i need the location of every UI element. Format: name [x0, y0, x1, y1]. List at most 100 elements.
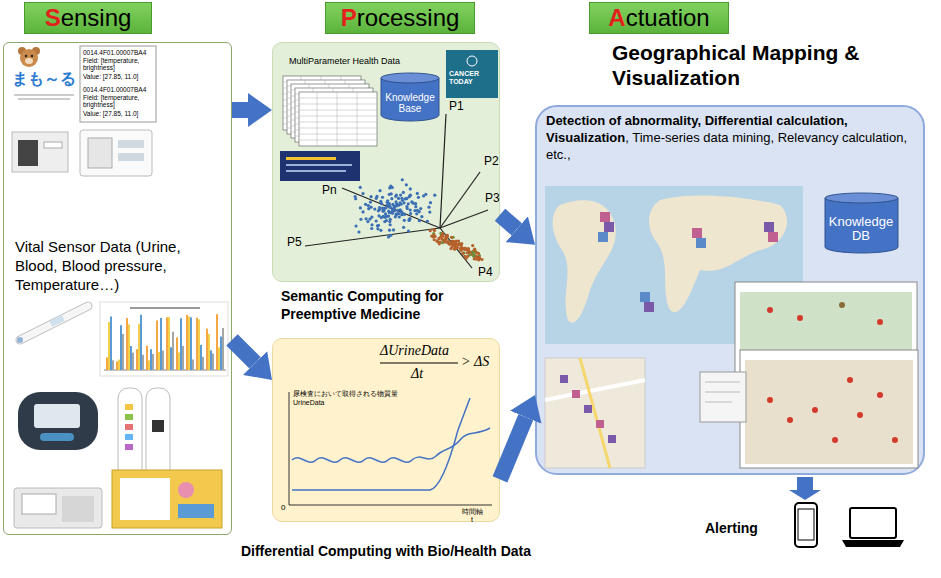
scatter-dot [381, 196, 384, 199]
analyzer-device [62, 496, 94, 522]
scatter-dot [457, 242, 460, 245]
axis-title: t [471, 516, 473, 524]
scatter-dot [439, 232, 442, 235]
scatter-dot [446, 241, 449, 244]
block-arrow [500, 215, 517, 229]
scatter-dot [388, 193, 391, 196]
scatter-dot [420, 215, 423, 218]
scatter-dot [408, 219, 411, 222]
panel-heading: Geographical Mapping & Visualization [612, 40, 884, 90]
data-table [287, 80, 365, 134]
scatter-dot [441, 241, 444, 244]
scatter-dot [448, 243, 451, 246]
data-table [283, 112, 361, 113]
scatter-dot [468, 251, 471, 254]
axis-line [440, 228, 472, 268]
urine-strip-device [125, 424, 133, 430]
scatter-dot [441, 232, 444, 235]
scatter-dot [441, 238, 444, 241]
scatter-dot [424, 193, 427, 196]
chart-bar [106, 314, 224, 370]
scatter-dot [443, 240, 446, 243]
scatter-dot [380, 202, 383, 205]
scatter-dot [369, 200, 372, 203]
cylinder-body [825, 198, 898, 253]
data-table [325, 80, 326, 134]
scatter-dot [458, 242, 461, 245]
sensor-device [118, 153, 144, 161]
scatter-dot [388, 220, 391, 223]
thermometer [20, 306, 88, 340]
chart-bar [112, 360, 114, 370]
scatter-dot [397, 197, 400, 200]
scatter-dot [404, 197, 407, 200]
scatter-dot [442, 239, 445, 242]
scatter-dot [453, 247, 456, 250]
scatter-dot [354, 178, 484, 261]
cylinder-top [381, 73, 439, 83]
chart-bar [186, 315, 188, 370]
data-table [283, 94, 361, 95]
scatter-dot [387, 214, 390, 217]
chart-bar [198, 319, 200, 370]
scatter-dot [377, 209, 380, 212]
scatter-dot [454, 240, 457, 243]
analyzer-device [22, 494, 56, 514]
world-map [598, 232, 608, 242]
world-map [692, 228, 702, 238]
scatter-dot [400, 210, 403, 213]
scatter-dot [409, 194, 412, 197]
scatter-dot [375, 219, 378, 222]
scatter-dot [394, 200, 397, 203]
scatter-dot [399, 193, 402, 196]
scatter-dot [398, 201, 401, 204]
logo-bear [18, 47, 26, 55]
scatter-dot [409, 187, 412, 190]
scatter-dot [468, 251, 471, 254]
chart-bar [168, 317, 170, 370]
chart-bar [156, 321, 158, 370]
scatter-dot [460, 244, 463, 247]
axis-line [440, 172, 480, 228]
data-table [287, 104, 365, 105]
map-window [857, 412, 863, 418]
scatter-dot [406, 207, 409, 210]
scatter-dot [452, 240, 455, 243]
scatter-dot [444, 237, 447, 240]
scatter-dot [382, 215, 385, 218]
scatter-dot [472, 254, 475, 257]
chart-bar [170, 347, 172, 370]
thermometer [49, 315, 64, 327]
scatter-dot [369, 206, 372, 209]
axis-title: 時間軸 [462, 508, 483, 516]
data-table [291, 90, 369, 91]
scatter-dot [432, 228, 435, 231]
scatter-dot [451, 245, 454, 248]
scatter-dot [354, 195, 357, 198]
urine-strip-device [146, 388, 170, 478]
chart-bar [128, 324, 130, 370]
scatter-dot [378, 208, 381, 211]
data-table [317, 92, 318, 146]
data-record-box [80, 46, 156, 122]
data-table [291, 108, 369, 109]
scatter-dot [367, 204, 370, 207]
street-map [596, 420, 604, 428]
scatter-dot [392, 206, 395, 209]
urine-strip-device [125, 404, 133, 410]
data-table [287, 86, 365, 87]
chart-bar [218, 347, 220, 370]
data-table [291, 102, 369, 103]
scatter-dot [384, 216, 387, 219]
scatter-dot [391, 186, 394, 189]
data-table [291, 114, 369, 115]
data-table [283, 76, 377, 146]
data-table [295, 118, 373, 119]
scatter-dot [395, 203, 398, 206]
sensor-device [80, 130, 152, 176]
data-table [295, 100, 373, 101]
scatter-dot [364, 217, 367, 220]
data-table [353, 88, 354, 142]
logo-bear [25, 58, 33, 64]
chart-bar [120, 325, 122, 370]
